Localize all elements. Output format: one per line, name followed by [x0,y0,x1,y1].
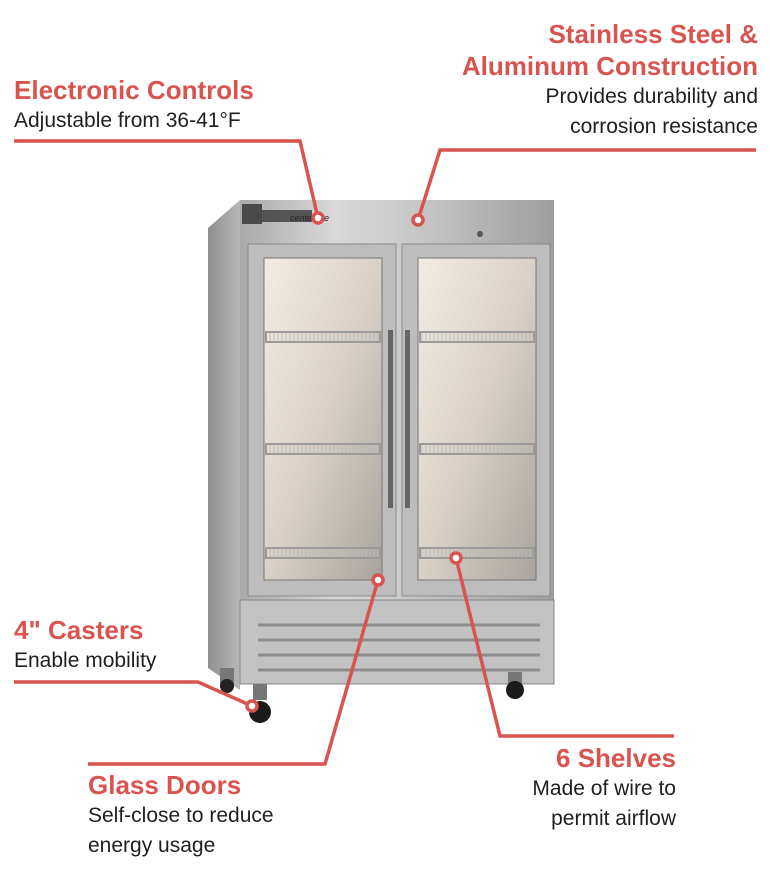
callout-title: 4" Casters [14,615,144,645]
callout-casters: 4" Casters Enable mobility [14,614,156,676]
callout-desc: Enable mobility [14,649,157,672]
left-door-glass [263,257,383,581]
callout-title: Aluminum Construction [461,51,758,81]
callout-leaders [14,139,756,766]
callout-desc: Adjustable from 36-41°F [14,109,241,132]
callout-title: Stainless Steel & [548,19,758,49]
brand-logo: centerline [290,213,329,223]
callout-glass-doors: Glass Doors Self-close to reduce energy … [88,769,274,861]
callout-title: Glass Doors [88,770,242,800]
right-door-glass [417,257,537,581]
casters [220,668,524,723]
callout-desc: corrosion resistance [570,115,758,138]
callout-desc: Self-close to reduce [88,804,274,827]
callout-stainless-steel: Stainless Steel & Aluminum Construction … [462,18,758,142]
callout-title: Electronic Controls [14,75,254,105]
callout-desc: Made of wire to [532,777,676,800]
lock-icon [477,231,483,237]
callout-markers [245,211,463,713]
callout-desc: Provides durability and [545,85,758,108]
callout-desc: energy usage [88,834,216,857]
callout-electronic-controls: Electronic Controls Adjustable from 36-4… [14,74,254,136]
left-door-handle [388,330,393,508]
callout-shelves: 6 Shelves Made of wire to permit airflow [532,742,676,834]
wire-shelves [265,331,535,559]
callout-title: 6 Shelves [556,743,676,773]
right-door-handle [405,330,410,508]
cabinet-side [208,200,240,690]
callout-desc: permit airflow [551,807,676,830]
